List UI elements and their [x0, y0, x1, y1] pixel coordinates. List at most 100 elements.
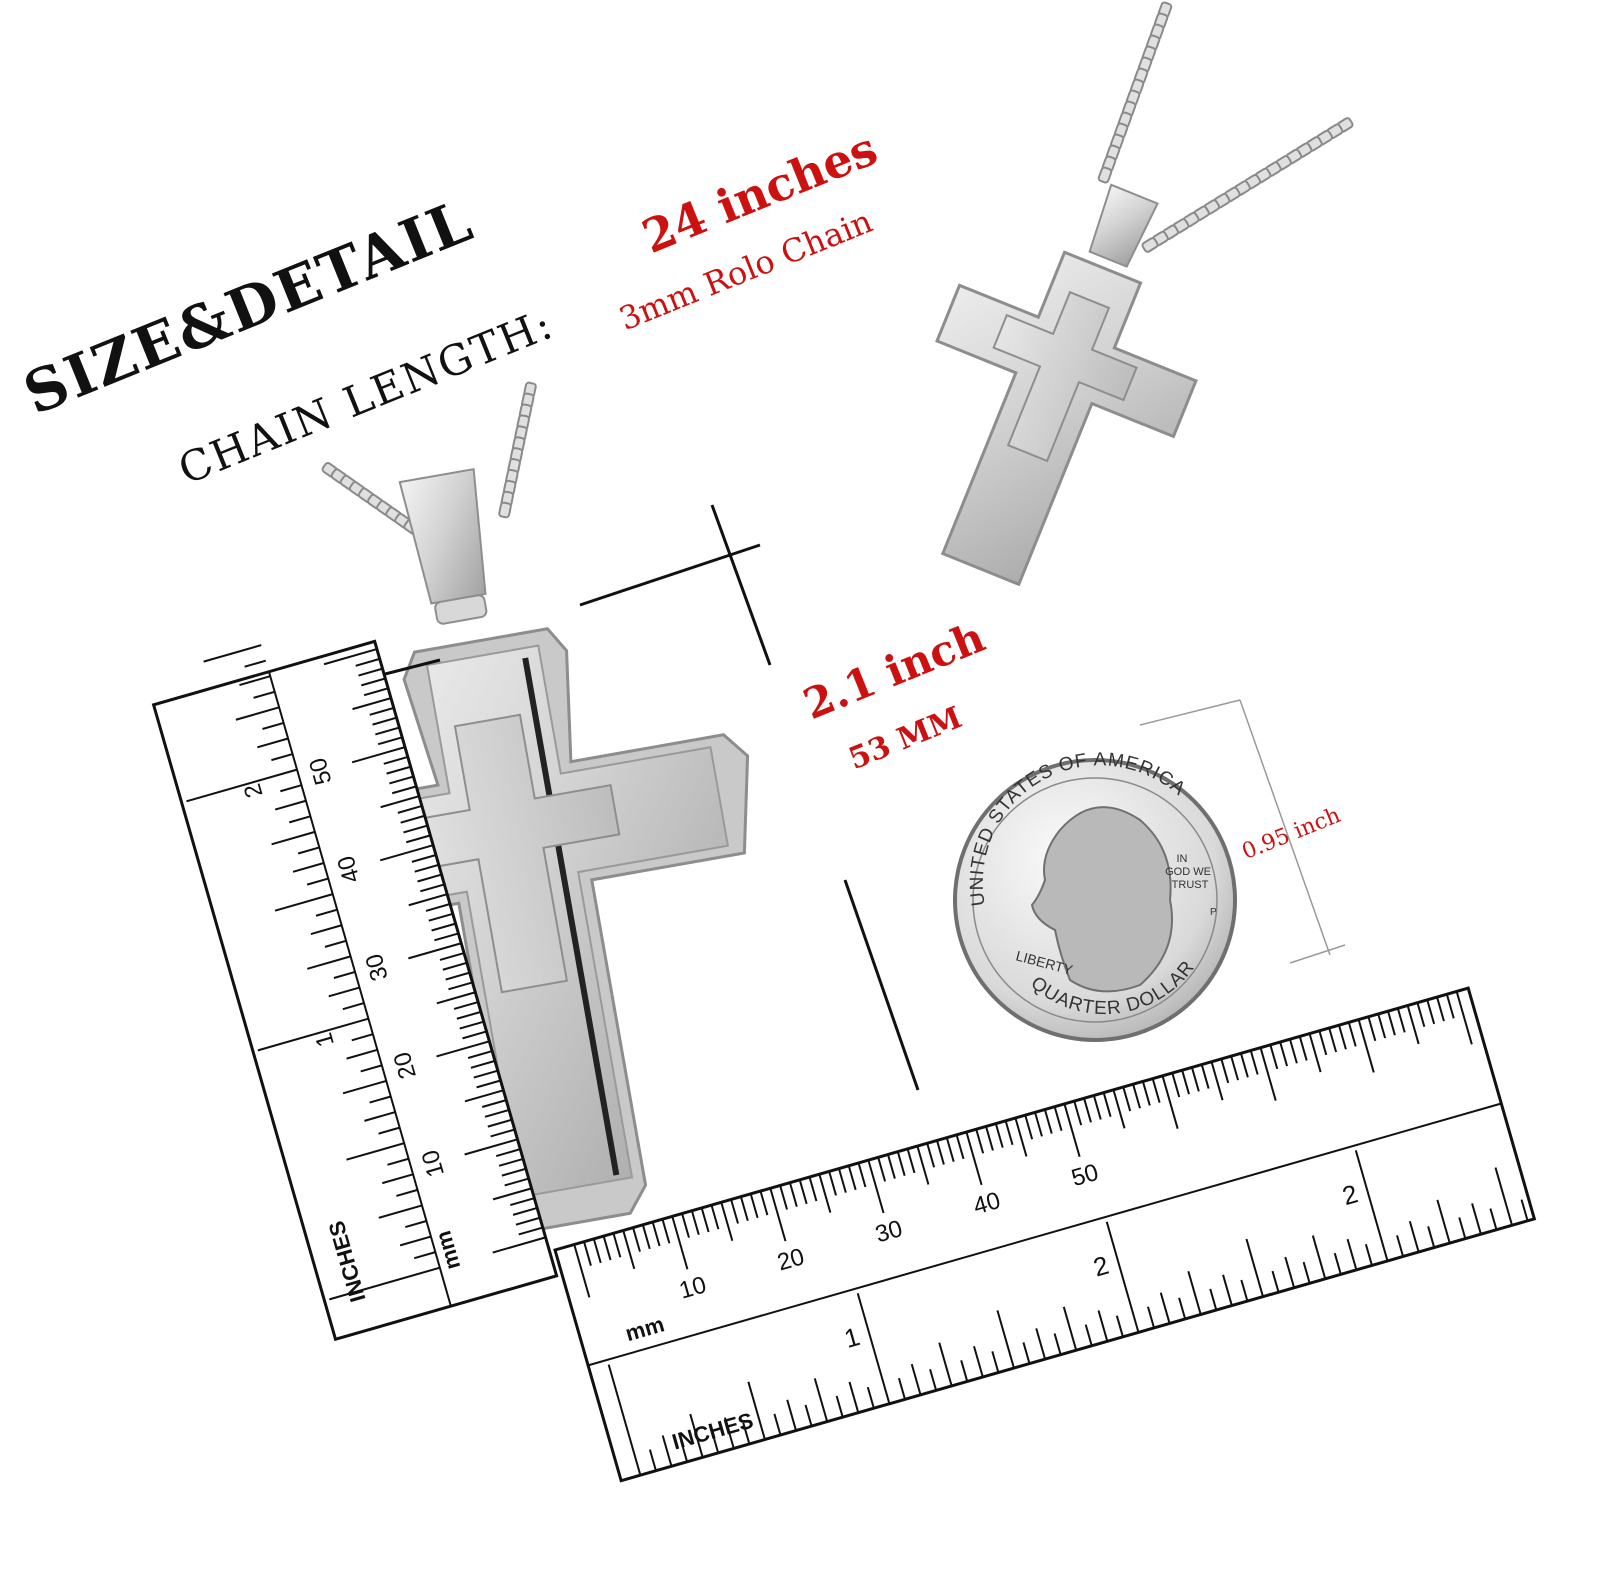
ruler-tick	[1097, 1310, 1109, 1342]
ruler-tick	[671, 1216, 689, 1270]
ruler-tick	[1035, 1328, 1047, 1360]
ruler-tick	[306, 877, 329, 886]
ruler-tick	[1092, 1095, 1102, 1120]
ruler-tick	[813, 1378, 829, 1422]
ruler-tick	[1190, 1067, 1200, 1092]
ruler-tick	[681, 1213, 690, 1238]
ruler-tick	[377, 736, 403, 746]
chain-link	[498, 501, 512, 519]
ruler-tick	[916, 1145, 930, 1185]
ruler-tick	[985, 1126, 994, 1151]
ruler-tick	[847, 1165, 857, 1191]
ruler-tick	[397, 805, 423, 814]
bail	[398, 467, 487, 605]
ruler-tick	[470, 1059, 496, 1069]
ruler-tick	[573, 1244, 591, 1298]
ruler-tick	[1063, 1103, 1081, 1158]
ruler-tick	[510, 1197, 535, 1207]
ruler-tick	[710, 1204, 720, 1230]
ruler-tick	[399, 1235, 432, 1247]
ruler-tick	[1455, 991, 1473, 1045]
ruler-tick	[363, 687, 389, 697]
ruler-tick	[324, 939, 347, 948]
ruler-tick	[307, 955, 351, 970]
ruler-tick	[405, 1220, 427, 1229]
ruler-tick	[975, 1128, 985, 1154]
ruler-tick	[1034, 1112, 1043, 1137]
washington-portrait	[1030, 806, 1173, 993]
ruler-tick	[436, 1040, 490, 1058]
ruler-tick	[632, 1227, 641, 1252]
ruler-tick	[386, 765, 411, 775]
ruler-tick	[607, 1364, 642, 1476]
ruler-tick	[310, 924, 342, 936]
ruler-tick	[804, 1404, 813, 1427]
ruler-tick	[730, 1199, 739, 1224]
ruler-tick	[1377, 1013, 1387, 1039]
ruler-tick	[742, 1422, 751, 1445]
ruler-tick	[342, 1002, 365, 1011]
ruler-tick	[973, 1345, 984, 1378]
ruler-tick	[352, 697, 392, 711]
ruler-tick	[408, 893, 448, 907]
ruler-tick	[1105, 1221, 1140, 1333]
ruler-tick	[739, 1196, 749, 1221]
ruler-tick	[425, 903, 451, 912]
ruler-tick	[1014, 1117, 1028, 1157]
ruler-tick	[1396, 1235, 1405, 1257]
ruler-tick	[244, 659, 267, 668]
ruler-tick	[414, 863, 440, 873]
coin-dimension-line	[1139, 699, 1346, 964]
ruler-tick	[773, 1413, 782, 1436]
ruler-tick	[389, 775, 414, 785]
ruler-tick	[481, 1099, 507, 1108]
ruler-tick	[1269, 1044, 1279, 1070]
ruler-tick	[1102, 1092, 1112, 1117]
ruler-tick	[492, 1236, 546, 1254]
ruler-tick	[1271, 1270, 1280, 1293]
ruler-tick	[490, 1128, 515, 1138]
ruler-tick	[641, 1224, 651, 1250]
ruler-tick	[1043, 1109, 1053, 1134]
ruler-tick	[622, 1230, 636, 1270]
ruler-tick	[378, 1204, 423, 1219]
ruler-tick	[413, 1251, 436, 1260]
ruler-tick	[1354, 1150, 1389, 1262]
ruler-tick	[358, 667, 383, 677]
ruler-tick	[473, 1069, 499, 1079]
ruler-tick	[464, 1089, 504, 1103]
ruler-tick	[1024, 1114, 1034, 1140]
ruler-tick	[355, 657, 380, 667]
ruler-tick	[1298, 1036, 1308, 1061]
ruler-tick	[203, 644, 262, 663]
ruler-tick	[592, 1238, 602, 1264]
ruler-tick	[1279, 1041, 1289, 1067]
ruler-tick	[1416, 1002, 1426, 1028]
ruler-tick	[711, 1431, 720, 1454]
ruler-tick	[351, 1033, 374, 1042]
ruler-tick	[828, 1171, 838, 1196]
ruler-tick	[333, 970, 356, 979]
ruler-tick	[786, 1399, 797, 1431]
ruler-tick	[1338, 1024, 1347, 1050]
ruler-tick	[897, 1377, 906, 1400]
ruler-tick	[1245, 1238, 1264, 1297]
ruler-tick	[1520, 1199, 1529, 1222]
quarter-coin: UNITED STATES OF AMERICA QUARTER DOLLAR …	[953, 749, 1237, 1042]
ruler-tick	[274, 893, 333, 912]
cross-pendant-small	[935, 183, 1198, 587]
ruler-tick	[835, 1395, 844, 1418]
ruler-tick	[1115, 1315, 1124, 1338]
ruler-tick	[960, 1360, 969, 1382]
cross-pendant-large	[319, 467, 750, 1233]
ruler-tick	[378, 1126, 400, 1135]
ruler-tick	[1408, 1220, 1420, 1253]
ruler-tick	[1364, 1243, 1373, 1266]
ruler-tick	[476, 1079, 501, 1089]
ruler-tick	[1200, 1064, 1210, 1089]
ruler-tick	[492, 1187, 532, 1201]
ruler-tick	[938, 1342, 953, 1387]
ruler-tick	[257, 737, 289, 749]
ruler-tick	[1220, 1058, 1230, 1084]
